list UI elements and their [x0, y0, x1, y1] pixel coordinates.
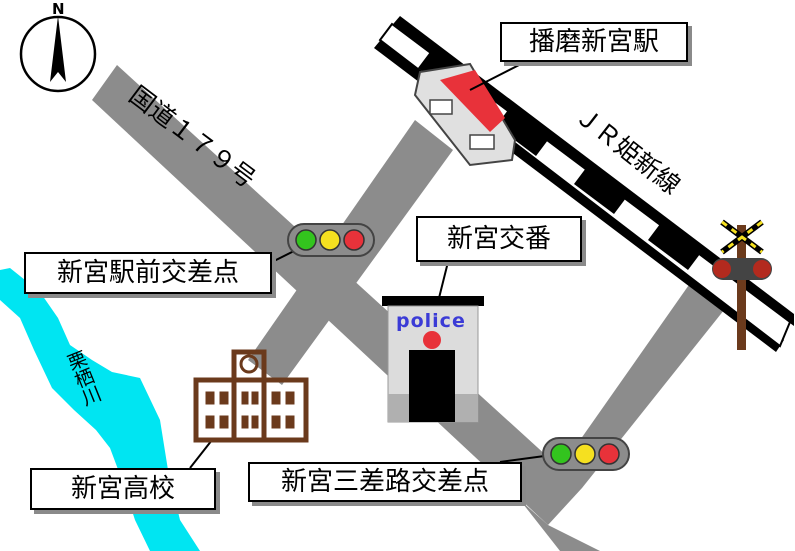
north-arrow-icon: [19, 15, 97, 93]
traffic-signal-station-front: [287, 223, 375, 257]
station-building: [413, 62, 517, 167]
crossing-road: [545, 262, 740, 490]
school-building: [193, 349, 309, 443]
police-box-label: 新宮交番: [416, 216, 582, 262]
lower-road: [520, 500, 600, 551]
school-label: 新宮高校: [30, 468, 216, 510]
traffic-signal-sansaro: [542, 437, 630, 471]
police-pointer: [437, 261, 449, 303]
police-box-building: [382, 296, 484, 423]
police-sign: police: [396, 310, 466, 332]
school-pointer: [189, 439, 213, 469]
station-pointer: [469, 61, 526, 91]
sansaro-intersection-label: 新宮三差路交差点: [248, 462, 522, 502]
compass-north-letter: N: [52, 0, 65, 18]
railroad-crossing-icon: [712, 219, 772, 350]
station-label: 播磨新宮駅: [500, 22, 688, 62]
station-front-intersection-label: 新宮駅前交差点: [24, 252, 272, 294]
